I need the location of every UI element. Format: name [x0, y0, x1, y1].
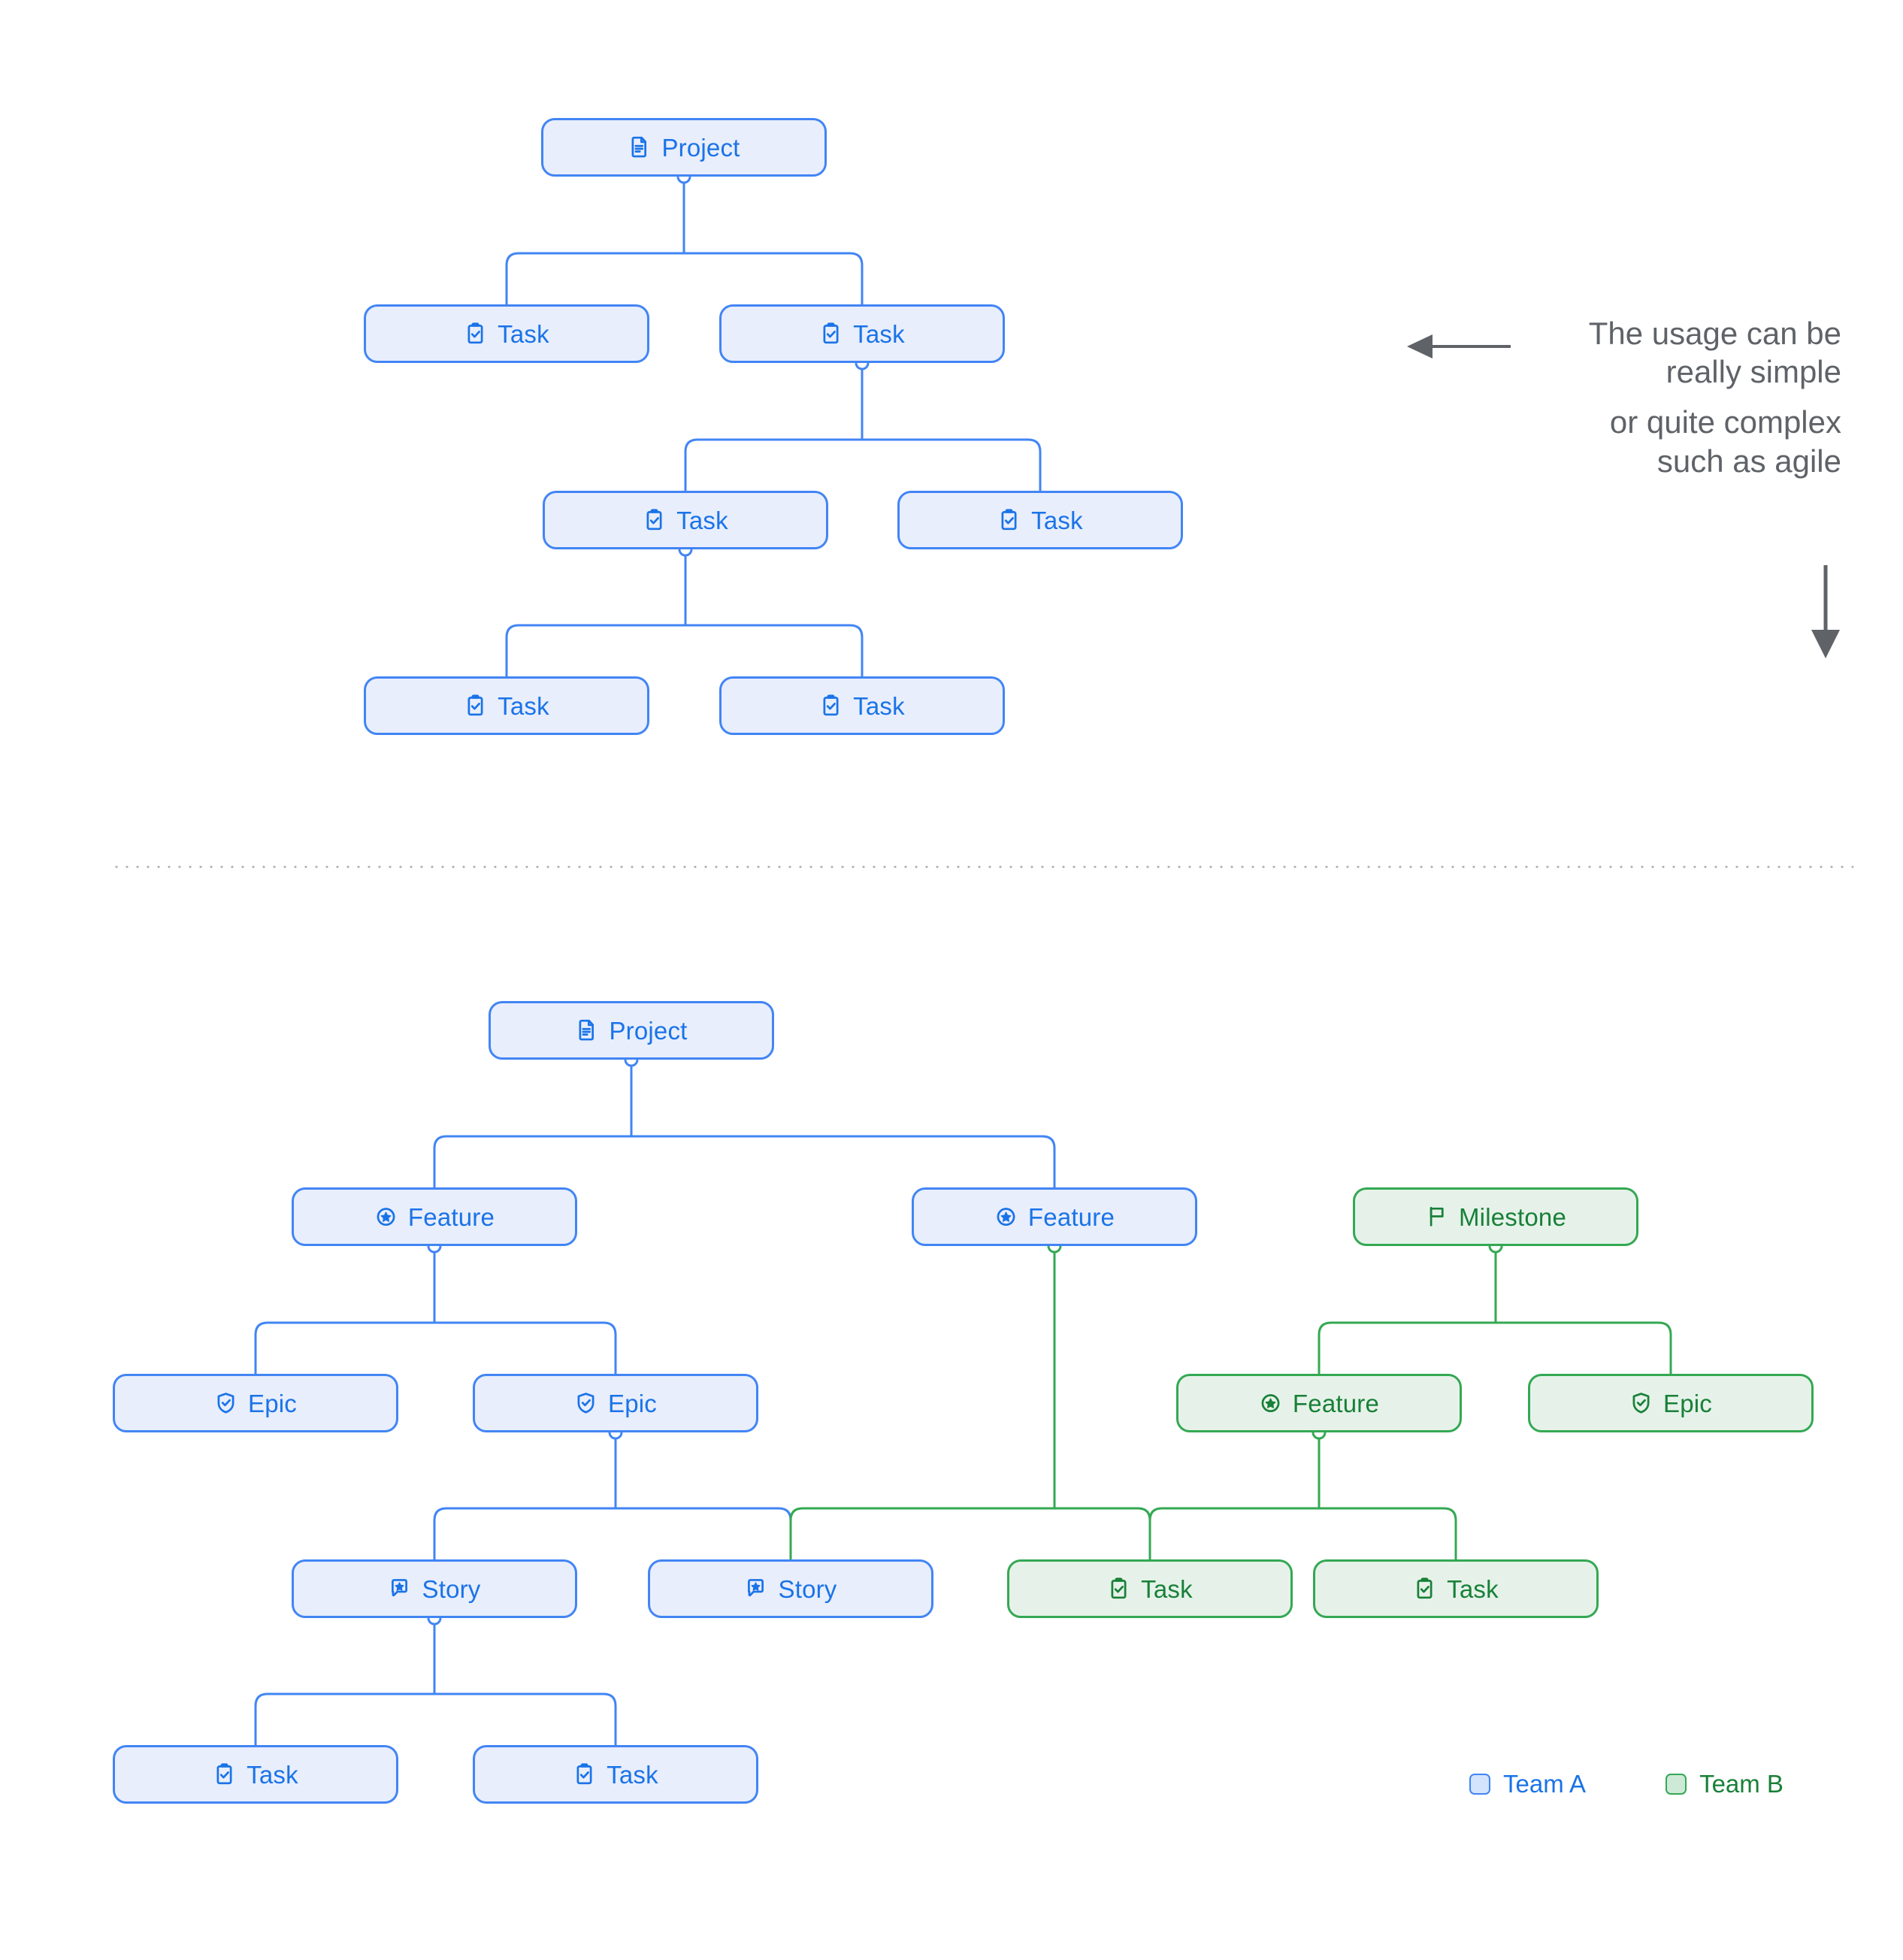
feature-icon [1259, 1391, 1283, 1415]
legend-label-team-b: Team B [1699, 1770, 1783, 1798]
annotation-text: The usage can be really simple or quite … [1488, 314, 1841, 480]
connector-branch [684, 624, 864, 678]
node-label: Story [778, 1574, 837, 1603]
node-label: Task [853, 691, 905, 720]
legend-label-team-a: Team A [1503, 1770, 1587, 1798]
connector-branch [505, 252, 685, 306]
connector-branch [1318, 1507, 1457, 1561]
connector-branch [1053, 1507, 1151, 1561]
connector-branch [433, 1321, 617, 1375]
legend: Team A Team B [1469, 1770, 1783, 1798]
annotation-line-2: really simple [1666, 354, 1841, 390]
task-icon [819, 694, 843, 718]
node-milestone[interactable]: Milestone [1353, 1187, 1638, 1246]
task-icon [819, 322, 843, 346]
node-task[interactable]: Task [1007, 1559, 1293, 1618]
task-icon [1107, 1577, 1131, 1601]
legend-item-team-b: Team B [1666, 1770, 1783, 1798]
task-icon [997, 508, 1021, 532]
connector-branch [254, 1692, 436, 1747]
node-label: Task [498, 691, 549, 720]
node-label: Task [853, 319, 905, 348]
connector-branch [254, 1321, 436, 1375]
node-label: Task [1141, 1574, 1193, 1603]
connector-branch [1318, 1321, 1497, 1375]
document-icon [575, 1018, 599, 1042]
story-icon [388, 1577, 412, 1601]
node-task[interactable]: Task [897, 491, 1183, 549]
annotation-line-3: or quite complex [1609, 404, 1841, 440]
task-icon [464, 322, 488, 346]
arrow-down-icon [1811, 565, 1840, 658]
node-label: Task [247, 1760, 298, 1789]
node-project[interactable]: Project [541, 118, 827, 177]
feature-icon [374, 1205, 398, 1229]
section-divider [111, 866, 1853, 868]
node-feature[interactable]: Feature [912, 1187, 1197, 1246]
node-task[interactable]: Task [473, 1745, 758, 1804]
connector-branch [614, 1507, 792, 1561]
node-label: Feature [407, 1202, 495, 1231]
legend-item-team-a: Team A [1469, 1770, 1586, 1798]
connector-branch [861, 438, 1042, 492]
node-task[interactable]: Task [719, 676, 1005, 735]
node-label: Story [422, 1574, 481, 1603]
connector-branch [433, 1135, 633, 1189]
connector-branch [505, 624, 687, 678]
connector-branch [789, 1507, 1056, 1561]
node-story[interactable]: Story [292, 1559, 577, 1618]
node-epic[interactable]: Epic [473, 1374, 758, 1432]
epic-icon [214, 1391, 238, 1415]
node-label: Milestone [1458, 1202, 1567, 1231]
node-label: Project [661, 133, 740, 162]
node-label: Epic [1663, 1389, 1712, 1417]
node-label: Task [1031, 506, 1083, 534]
node-epic[interactable]: Epic [1528, 1374, 1814, 1432]
node-label: Epic [608, 1389, 657, 1417]
node-task[interactable]: Task [113, 1745, 398, 1804]
connector-branch [682, 252, 864, 306]
epic-icon [574, 1391, 598, 1415]
milestone-icon [1425, 1205, 1449, 1229]
annotation-line-1: The usage can be [1588, 316, 1841, 351]
node-label: Task [498, 319, 549, 348]
node-task[interactable]: Task [719, 304, 1005, 363]
annotation-line-4: such as agile [1656, 443, 1841, 479]
legend-swatch-team-b [1666, 1774, 1687, 1795]
connector-branch [684, 438, 864, 492]
node-task[interactable]: Task [543, 491, 828, 549]
node-task[interactable]: Task [1313, 1559, 1599, 1618]
feature-icon [994, 1205, 1018, 1229]
legend-swatch-team-a [1469, 1774, 1490, 1795]
node-label: Project [609, 1016, 688, 1045]
node-story[interactable]: Story [648, 1559, 933, 1618]
task-icon [1413, 1577, 1437, 1601]
node-task[interactable]: Task [364, 304, 649, 363]
node-label: Task [1447, 1574, 1499, 1603]
task-icon [464, 694, 488, 718]
node-task[interactable]: Task [364, 676, 649, 735]
node-label: Feature [1292, 1389, 1380, 1417]
connector-branch [1494, 1321, 1672, 1375]
connector-branch [1148, 1507, 1321, 1561]
node-feature[interactable]: Feature [292, 1187, 577, 1246]
connector-branch [433, 1692, 617, 1747]
connector-branch [630, 1135, 1056, 1189]
node-label: Task [676, 506, 728, 534]
task-icon [643, 508, 667, 532]
epic-icon [1629, 1391, 1653, 1415]
task-icon [573, 1762, 597, 1786]
story-icon [744, 1577, 768, 1601]
node-label: Task [607, 1760, 658, 1789]
task-icon [213, 1762, 237, 1786]
node-label: Feature [1027, 1202, 1115, 1231]
document-icon [628, 135, 652, 159]
connector-branch [433, 1507, 617, 1561]
node-feature[interactable]: Feature [1176, 1374, 1462, 1432]
node-project[interactable]: Project [489, 1001, 774, 1060]
node-label: Epic [248, 1389, 297, 1417]
arrow-left-icon [1407, 334, 1511, 358]
node-epic[interactable]: Epic [113, 1374, 398, 1432]
